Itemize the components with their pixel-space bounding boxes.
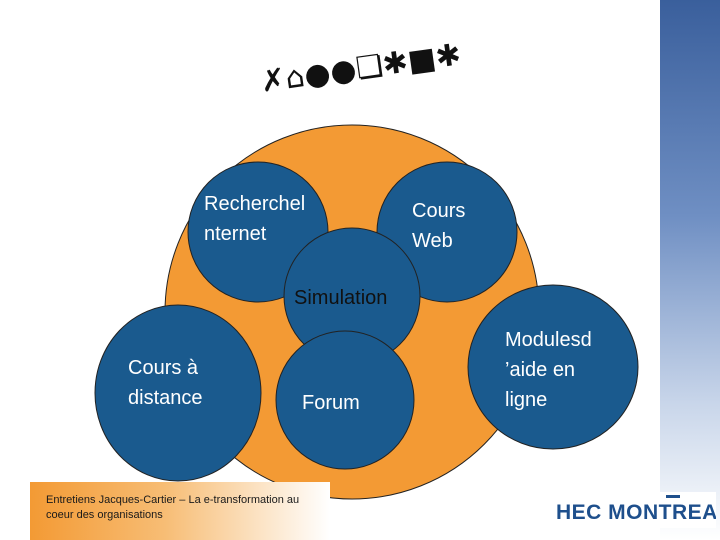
bubble-forum: Forum <box>275 330 415 470</box>
bubble-modules-line3: ligne <box>505 389 547 411</box>
bubble-cours-web-line1: Cours <box>412 200 465 222</box>
bubble-cours-web-line2: Web <box>412 230 453 252</box>
bubble-modules-aide: Modulesd ’aide en ligne <box>467 284 639 450</box>
logo-text: HEC MONTREAL <box>556 501 716 524</box>
bubble-modules-line1: Modulesd <box>505 329 592 351</box>
title-glyphs: ✗⌂●●❏✱■✱ <box>258 37 463 100</box>
footer-line-1: Entretiens Jacques-Cartier – La e-transf… <box>46 494 300 506</box>
bubble-recherche-line1: Recherchel <box>204 193 305 215</box>
decorative-title-glyphs: ✗⌂●●❏✱■✱ <box>258 37 463 100</box>
bubble-modules-line2: ’aide en <box>505 359 575 381</box>
hec-montreal-logo: HEC MONTREAL <box>548 492 716 528</box>
bubble-cours-distance-line2: distance <box>128 387 203 409</box>
right-gradient-bar <box>660 0 720 540</box>
bubble-simulation-label: Simulation <box>294 287 387 309</box>
footer-orange-band <box>30 482 330 540</box>
bubble-recherche-line2: nternet <box>204 223 267 245</box>
footer-caption: Entretiens Jacques-Cartier – La e-transf… <box>46 493 336 523</box>
footer-line-2: coeur des organisations <box>46 509 163 521</box>
bubble-cours-distance: Cours à distance <box>94 304 262 482</box>
bubble-cours-distance-line1: Cours à <box>128 357 199 379</box>
bubble-forum-label: Forum <box>302 392 360 414</box>
